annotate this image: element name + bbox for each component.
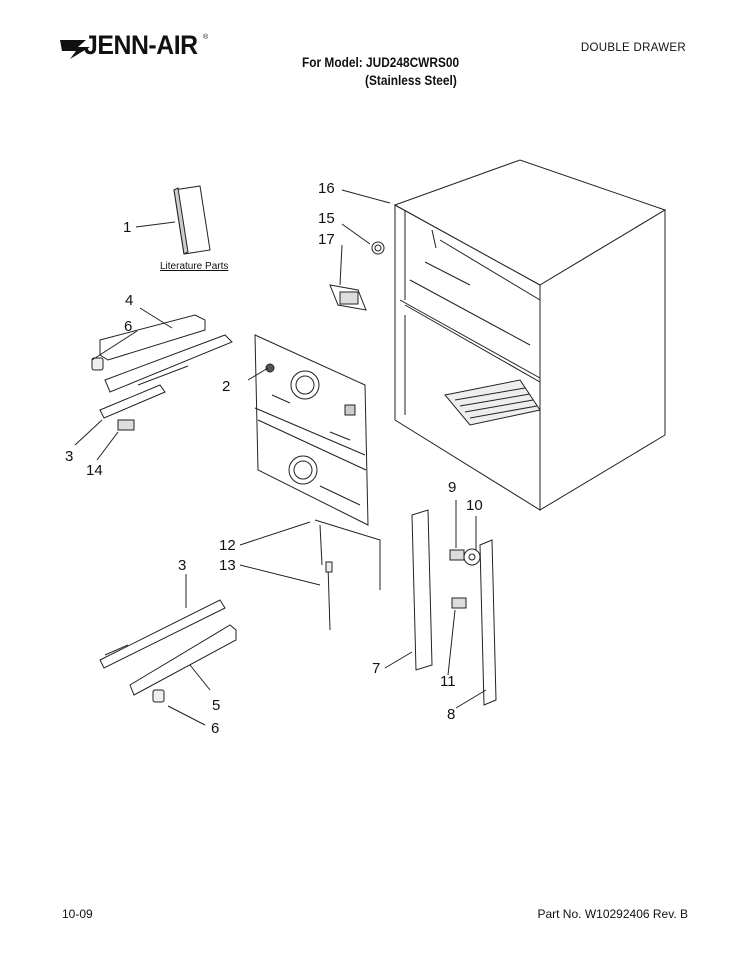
cabinet-part (393, 159, 667, 511)
callout-2: 2 (222, 378, 231, 395)
wiring-part (314, 519, 381, 631)
rear-panel-part (254, 334, 369, 526)
callout-17: 17 (318, 231, 335, 248)
literature-part (173, 185, 211, 255)
roller-part (463, 548, 481, 566)
clip-part (152, 689, 165, 703)
callout-6-lower: 6 (211, 720, 220, 737)
model-number: For Model: JUD248CWRS00 (302, 55, 460, 70)
model-finish: (Stainless Steel) (365, 73, 457, 88)
brand-trademark: ® (203, 34, 209, 41)
section-title: DOUBLE DRAWER (580, 42, 686, 54)
brand-name: JENN-AIR (84, 30, 198, 60)
leader-lines (74, 189, 487, 726)
footer-part-number: Part No. W10292406 Rev. B (537, 907, 688, 921)
upper-slide-part (99, 314, 233, 393)
footer-date: 10-09 (62, 907, 93, 921)
callout-7: 7 (372, 660, 381, 677)
literature-parts-label: Literature Parts (160, 261, 229, 272)
lower-slide-part (99, 599, 237, 696)
callout-16: 16 (318, 180, 335, 197)
roller-hub-part (468, 553, 476, 561)
screw-part (451, 597, 467, 609)
callout-14: 14 (86, 462, 103, 479)
callout-4: 4 (125, 292, 134, 309)
grommet-part (371, 241, 385, 255)
vertical-rail-part (411, 509, 497, 706)
callout-3-lower: 3 (178, 557, 187, 574)
callout-9: 9 (448, 479, 457, 496)
swoosh-icon (60, 40, 90, 59)
callout-5: 5 (212, 697, 221, 714)
callout-10: 10 (466, 497, 483, 514)
callout-8: 8 (447, 706, 456, 723)
callout-13: 13 (219, 557, 236, 574)
clip-part (91, 357, 104, 371)
callout-11: 11 (440, 673, 456, 690)
callout-3: 3 (65, 448, 74, 465)
grommet-inner-part (374, 244, 382, 252)
slide-part (99, 384, 166, 431)
callout-1: 1 (123, 219, 132, 236)
callout-6: 6 (124, 318, 133, 335)
callout-12: 12 (219, 537, 236, 554)
bolt-part (449, 549, 465, 561)
callout-15: 15 (318, 210, 335, 227)
bracket-part (329, 284, 367, 311)
jenn-air-logo (58, 30, 218, 64)
